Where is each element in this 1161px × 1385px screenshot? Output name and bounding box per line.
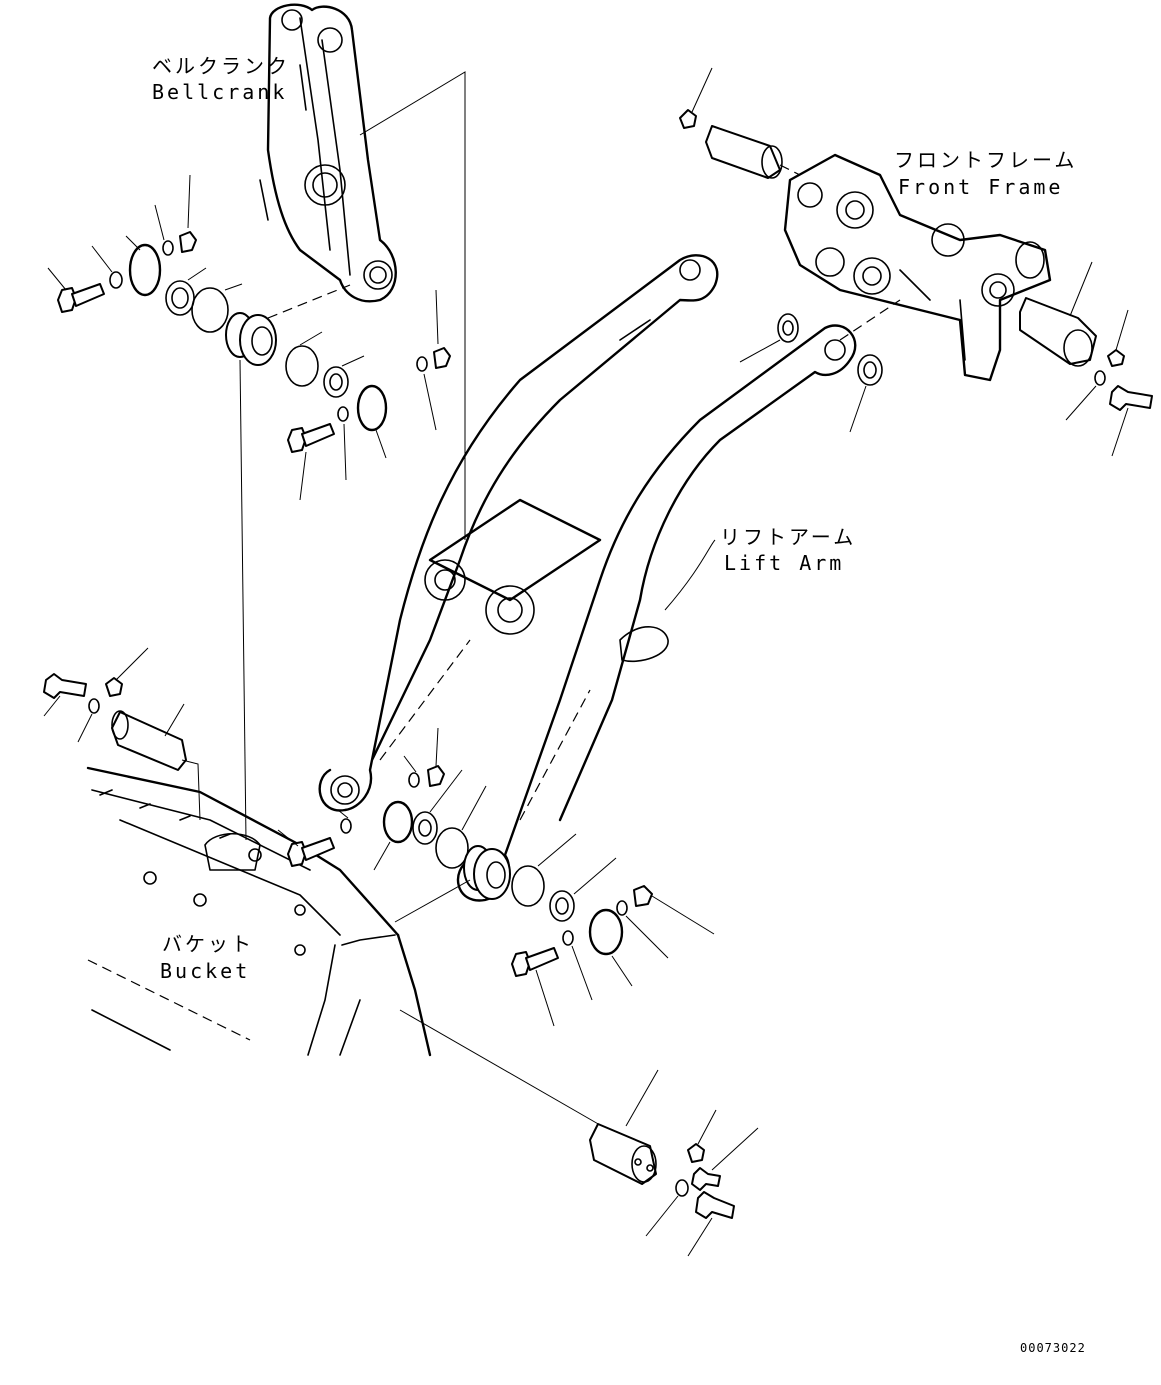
bucket-label-jp: バケット — [162, 932, 254, 956]
bellcrank-label-jp: ベルクランク — [152, 54, 290, 78]
bellcrank-label-en: Bellcrank — [152, 80, 288, 104]
link-bushing — [225, 284, 351, 366]
drawing-code: 00073022 — [1020, 1341, 1086, 1355]
bucket-label-en: Bucket — [160, 959, 251, 983]
bellcrank-drawing — [259, 3, 397, 303]
front-frame-label-en: Front Frame — [898, 175, 1064, 199]
lift-arm-drawing — [318, 254, 857, 902]
bucket-drawing — [86, 766, 432, 1057]
bolt-upper-left — [47, 267, 105, 313]
front-frame-label-jp: フロントフレーム — [894, 148, 1078, 172]
lift-arm-label-en: Lift Arm — [724, 551, 845, 575]
front-frame-drawing — [783, 153, 1052, 382]
lift-arm-label-jp: リフトアーム — [720, 525, 857, 549]
